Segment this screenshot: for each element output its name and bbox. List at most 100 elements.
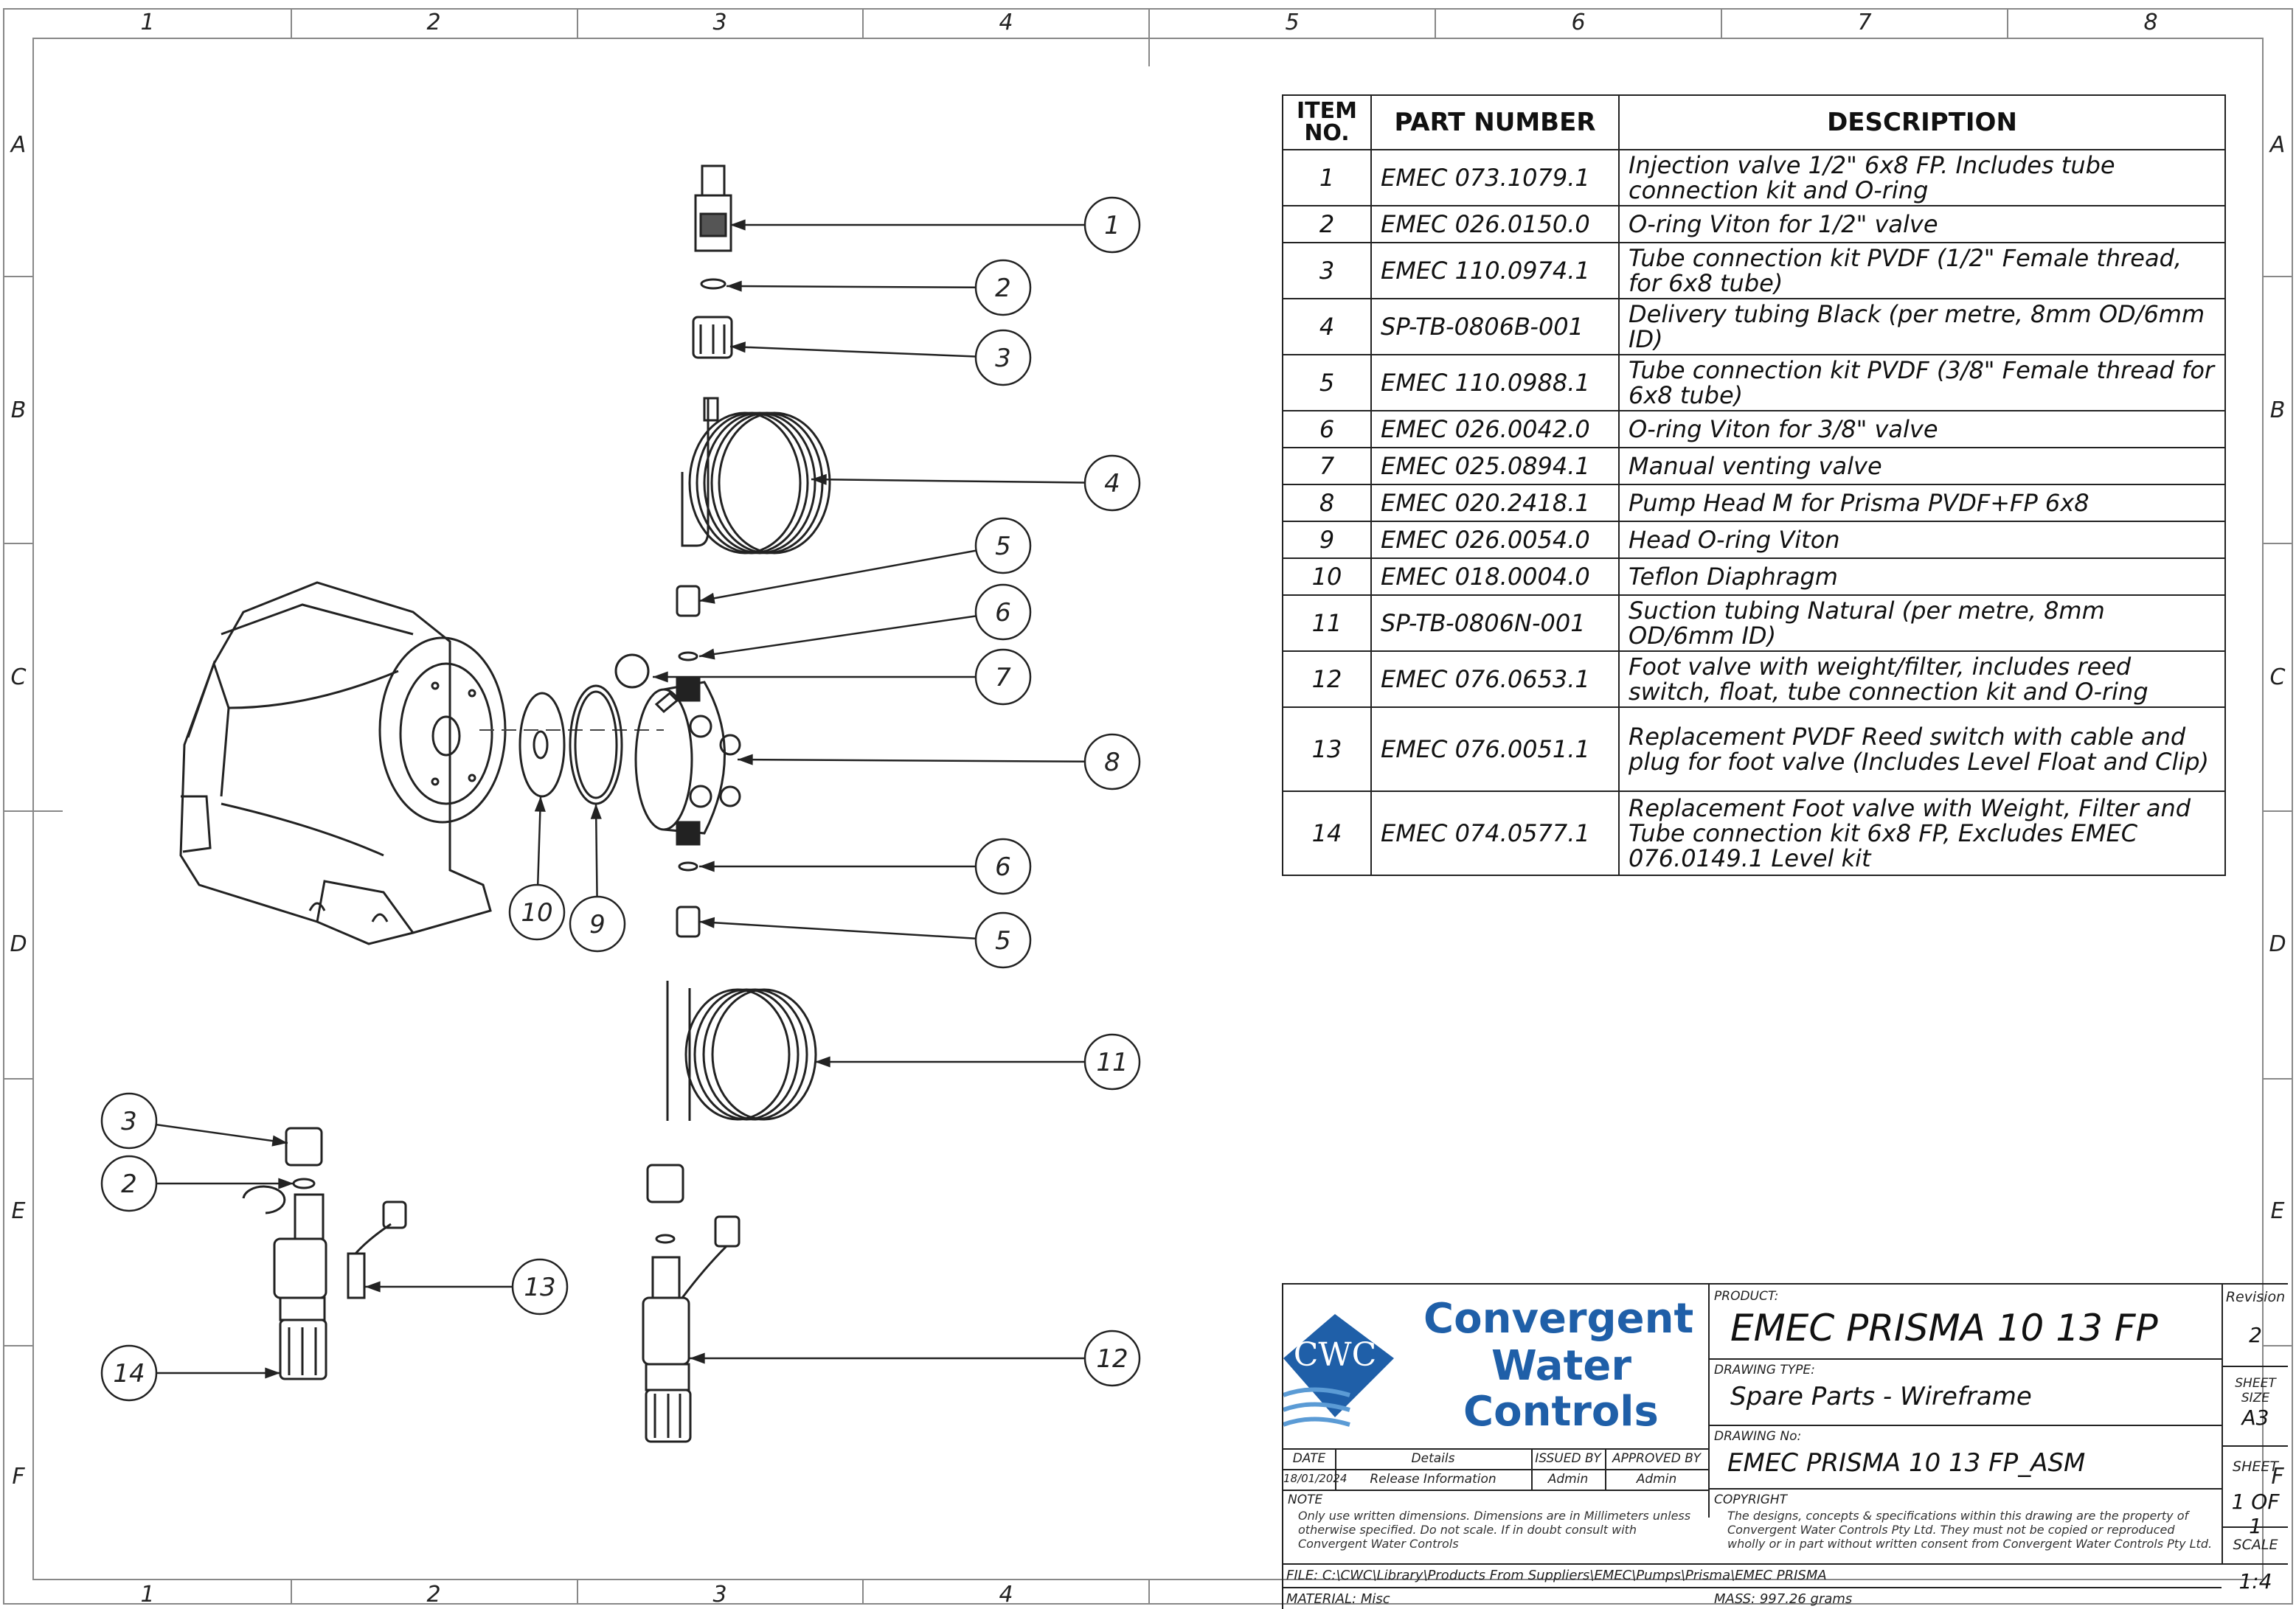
copyright-label: COPYRIGHT: [1714, 1492, 1788, 1507]
zone-column-label: 2: [426, 1582, 440, 1608]
leader-arrow-icon: [699, 861, 715, 872]
mass: MASS: 997.26 grams: [1714, 1591, 1853, 1607]
leader-arrow-icon: [699, 648, 715, 660]
drawing-no: EMEC PRISMA 10 13 FP_ASM: [1727, 1448, 2086, 1478]
part-description: Tube connection kit PVDF (3/8" Female th…: [1618, 354, 2226, 411]
delivery-tube-coil: [681, 397, 831, 555]
rev-date: 18/01/2024: [1283, 1472, 1348, 1485]
leader-line: [729, 345, 977, 358]
drawing-type: Spare Parts - Wireframe: [1730, 1382, 2032, 1411]
rev-header-details: Details: [1411, 1451, 1455, 1466]
part-number: EMEC 076.0051.1: [1370, 706, 1620, 792]
copyright-text: The designs, concepts & specifications w…: [1727, 1509, 2213, 1551]
zone-row-label: C: [2270, 664, 2286, 690]
sheet-value: 1 OF 1: [2231, 1490, 2280, 1538]
title-block: CWC Convergent Water Controls PRODUCT: E…: [1282, 1283, 2288, 1609]
part-number: SP-TB-0806N-001: [1370, 594, 1620, 652]
zone-row-label: F: [12, 1464, 25, 1490]
head-o-ring: [569, 684, 623, 805]
part-description: Replacement Foot valve with Weight, Filt…: [1618, 790, 2226, 876]
part-description: Foot valve with weight/filter, includes …: [1618, 650, 2226, 708]
part-description: O-ring Viton for 1/2" valve: [1618, 205, 2226, 243]
leader-arrow-icon: [738, 754, 753, 765]
tube-connectors-head: [676, 585, 701, 938]
zone-ticks: [4, 9, 2292, 1604]
header-item-no: ITEM NO.: [1282, 94, 1372, 150]
item-number: 6: [1282, 410, 1372, 448]
foot-valve-left: [242, 1127, 407, 1380]
leader-arrow-icon: [690, 1352, 705, 1364]
parts-table-header: ITEM NO. PART NUMBER DESCRIPTION: [1282, 94, 2226, 150]
item-number: 8: [1282, 484, 1372, 522]
balloon-circle: [511, 1258, 569, 1316]
item-number: 5: [1282, 354, 1372, 411]
part-description: O-ring Viton for 3/8" valve: [1618, 410, 2226, 448]
item-number: 3: [1282, 242, 1372, 299]
balloon-label: 11: [1096, 1048, 1128, 1077]
note-text: Only use written dimensions. Dimensions …: [1298, 1509, 1691, 1551]
item-number: 7: [1282, 447, 1372, 485]
logo-line1: Convergent: [1423, 1295, 1694, 1343]
product-name: EMEC PRISMA 10 13 FP: [1730, 1307, 2158, 1349]
rev-header-date: DATE: [1292, 1451, 1326, 1466]
balloon-label: 12: [1096, 1344, 1128, 1374]
part-number: EMEC 018.0004.0: [1370, 557, 1620, 596]
balloon-circle: [1083, 1330, 1141, 1387]
part-description: Pump Head M for Prisma PVDF+FP 6x8: [1618, 484, 2226, 522]
zone-column-label: 4: [999, 1582, 1013, 1608]
item-number: 13: [1282, 706, 1372, 792]
balloon-circle: [974, 648, 1032, 706]
revision-value: 2: [2249, 1323, 2262, 1347]
leader-line: [698, 615, 977, 658]
leader-arrow-icon: [265, 1367, 280, 1379]
balloon-label: 10: [521, 898, 552, 928]
leader-line: [737, 758, 1086, 763]
drawing-type-label: DRAWING TYPE:: [1714, 1363, 1815, 1377]
cwc-logo-icon: CWC: [1282, 1314, 1394, 1427]
balloon-label: 3: [995, 344, 1011, 373]
balloon-circle: [569, 895, 626, 953]
leader-arrow-icon: [653, 671, 668, 683]
drawing-no-label: DRAWING No:: [1714, 1429, 1802, 1444]
balloon-circle: [974, 838, 1032, 895]
balloon-circle: [100, 1344, 158, 1402]
balloon-label: 2: [995, 274, 1011, 303]
part-description: Head O-ring Viton: [1618, 521, 2226, 559]
leader-arrow-icon: [534, 796, 546, 812]
balloon-circle: [1083, 733, 1141, 790]
diaphragm: [518, 692, 566, 798]
part-number: EMEC 026.0042.0: [1370, 410, 1620, 448]
rev-issued-by: Admin: [1547, 1472, 1589, 1487]
leader-arrow-icon: [271, 1135, 288, 1147]
leader-arrow-icon: [726, 280, 742, 292]
item-number: 9: [1282, 521, 1372, 559]
part-number: EMEC 026.0054.0: [1370, 521, 1620, 559]
zone-column-label: 2: [426, 10, 440, 35]
part-description: Delivery tubing Black (per metre, 8mm OD…: [1618, 298, 2226, 355]
revision-label: Revision: [2225, 1289, 2286, 1305]
sheet-border-inner: [32, 38, 2264, 1580]
zone-column-label: 1: [140, 10, 154, 35]
zone-row-label: D: [2269, 931, 2286, 957]
zone-row-label: B: [11, 397, 27, 423]
leader-arrow-icon: [365, 1281, 381, 1293]
part-description: Replacement PVDF Reed switch with cable …: [1618, 706, 2226, 792]
balloon-label: 4: [1104, 469, 1120, 498]
balloon-circle: [1083, 454, 1141, 512]
balloon-label: 3: [121, 1107, 137, 1136]
company-logo: CWC Convergent Water Controls: [1282, 1285, 1704, 1448]
balloon-circle: [974, 517, 1032, 574]
zone-row-label: F: [2271, 1464, 2284, 1490]
balloon-circle: [974, 329, 1032, 386]
part-description: Suction tubing Natural (per metre, 8mm O…: [1618, 594, 2226, 652]
injection-valve: [692, 164, 733, 359]
item-number: 11: [1282, 594, 1372, 652]
